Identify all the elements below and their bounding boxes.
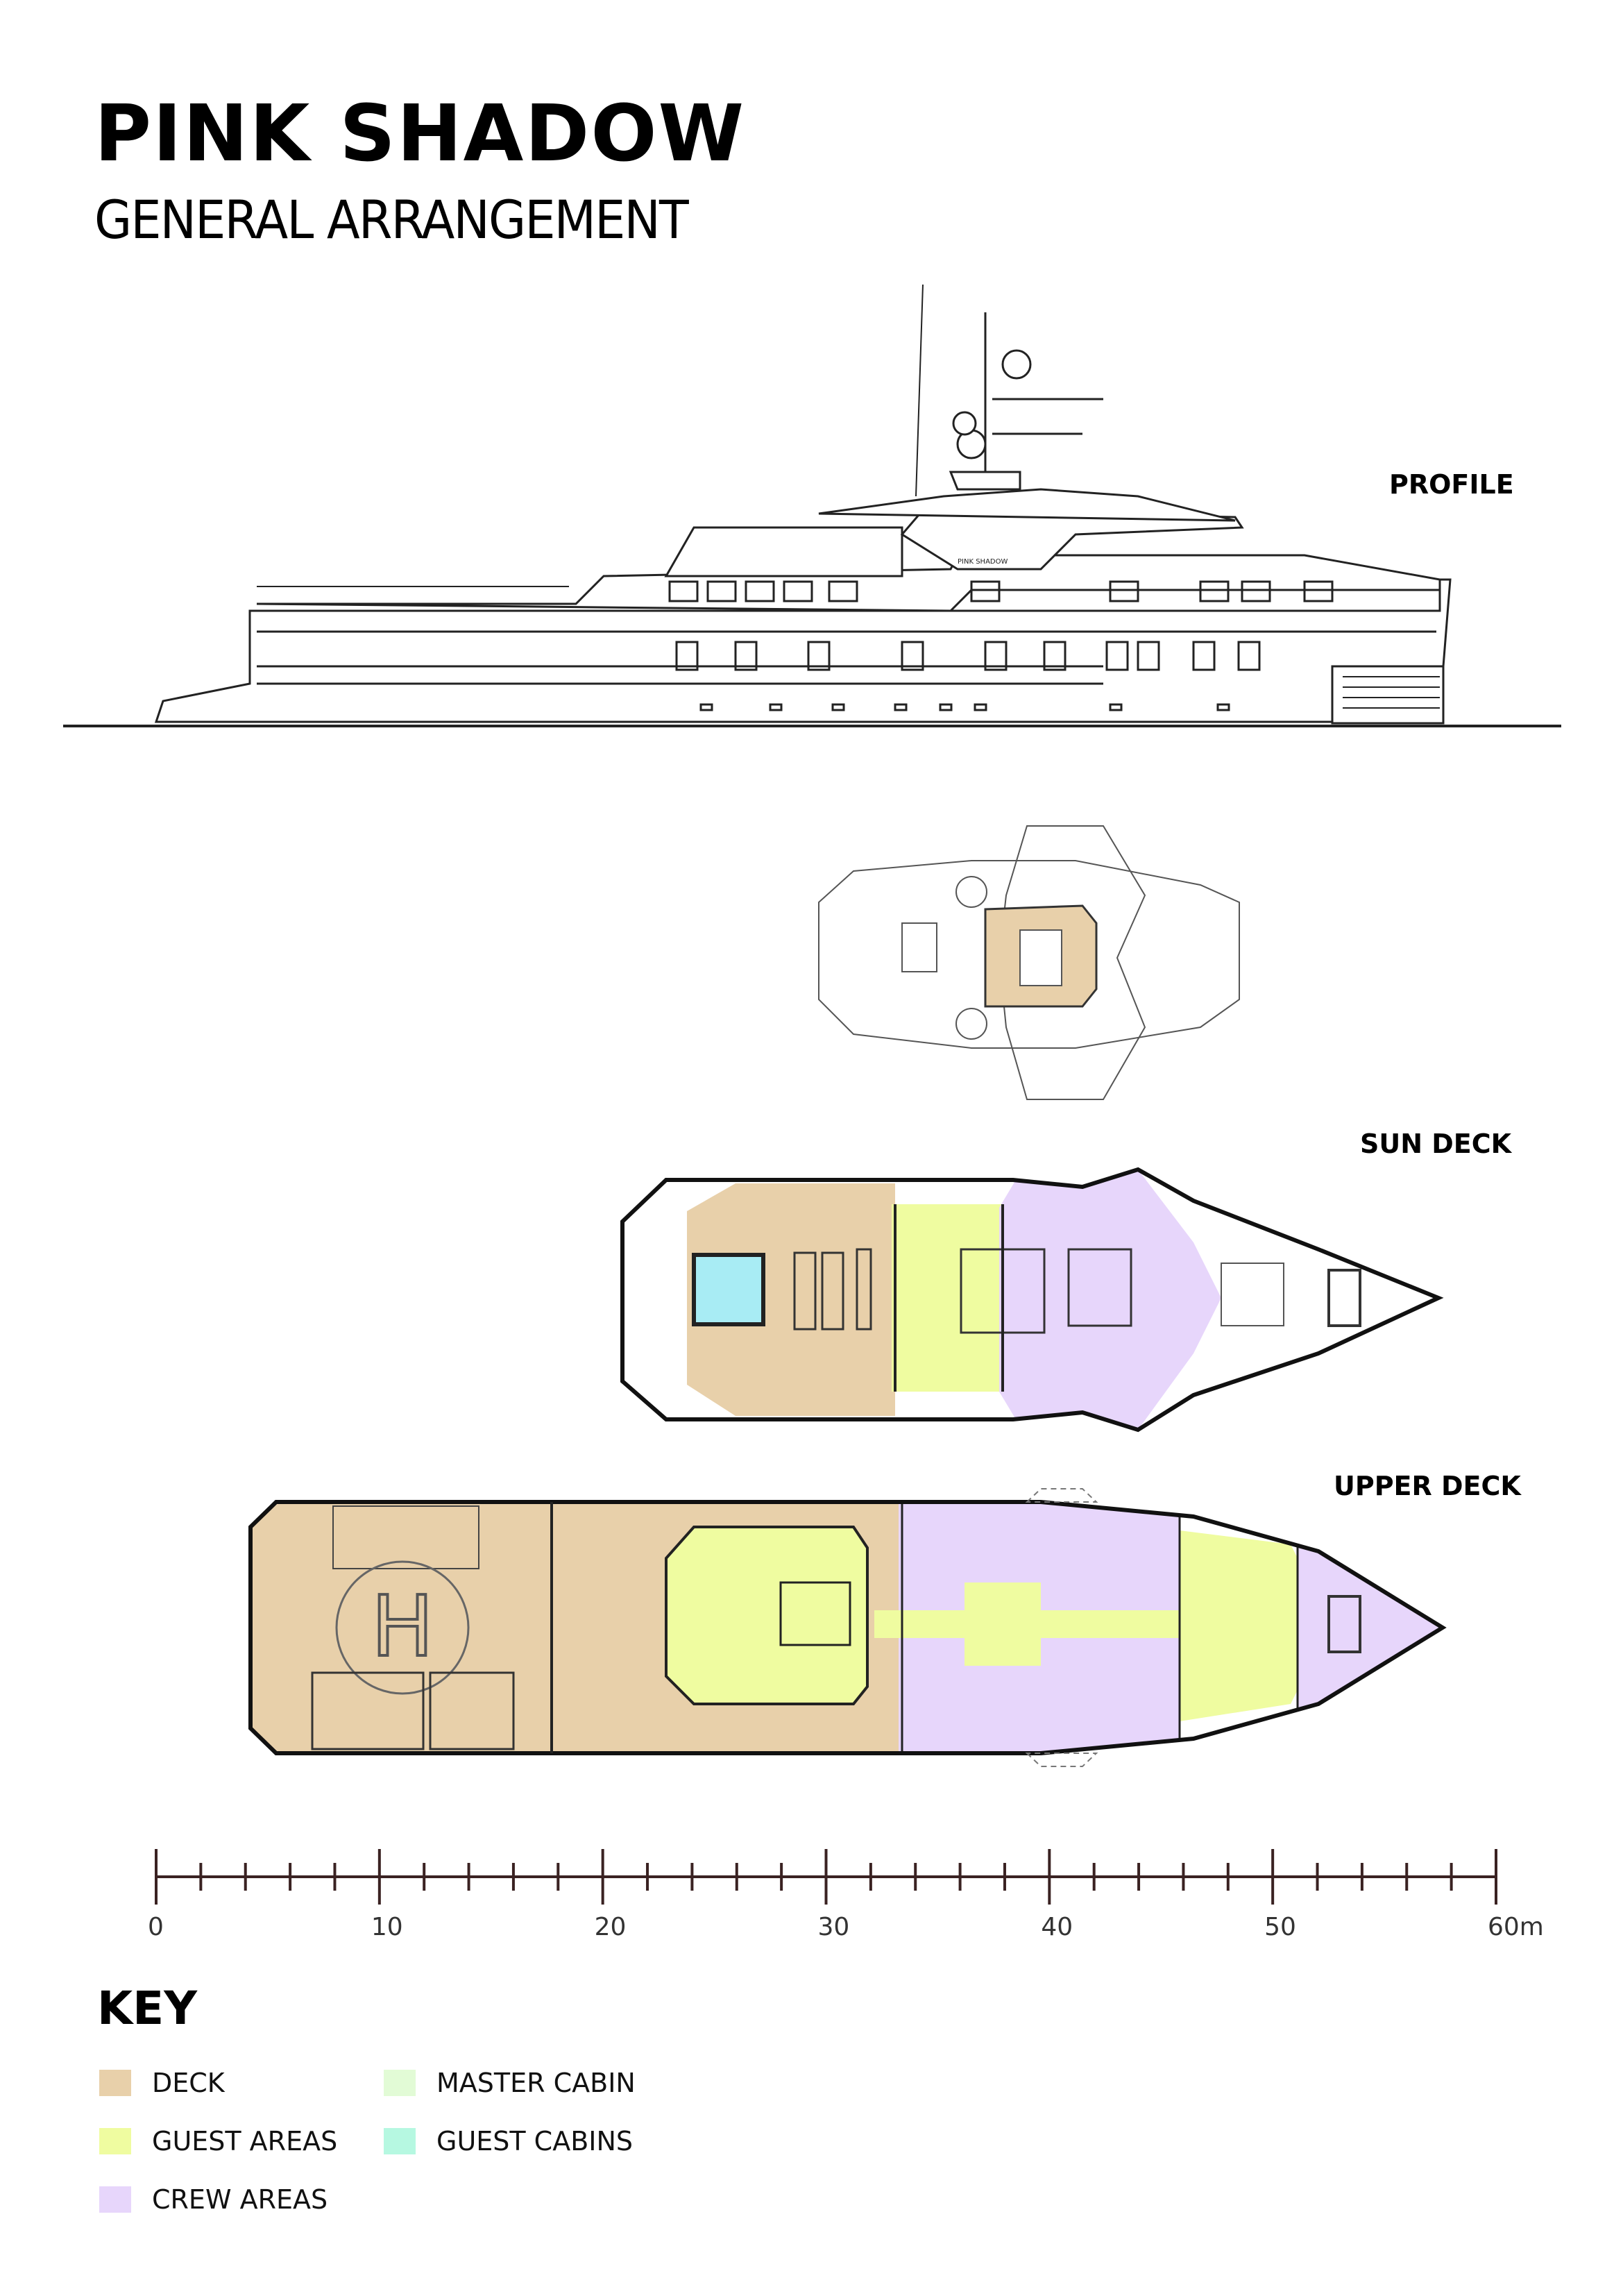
window (1237, 641, 1261, 671)
scale-tick-label: 60m (1488, 1913, 1544, 1941)
porthole (894, 703, 908, 711)
window (1105, 641, 1129, 671)
scale-tick-label: 40 (1041, 1913, 1073, 1941)
key-item-crew-areas: CREW AREAS (99, 2184, 328, 2215)
sun-deck-label: SUN DECK (1360, 1129, 1512, 1159)
porthole (831, 703, 845, 711)
hull-name-lettering: PINK SHADOW (958, 558, 1008, 566)
sun-deck-plan (620, 1167, 1444, 1433)
profile-portholes (699, 703, 1230, 711)
profile-windows (668, 580, 1334, 671)
window (675, 641, 699, 671)
zone-crew (999, 1170, 1221, 1430)
zone-guest-salon (665, 1526, 869, 1705)
porthole (769, 703, 783, 711)
swatch-master-cabin (384, 2070, 416, 2096)
key-label: GUEST CABINS (436, 2126, 634, 2156)
scale-tick-label: 50 (1264, 1913, 1296, 1941)
pool (692, 1253, 765, 1326)
key-item-guest-areas: GUEST AREAS (99, 2126, 337, 2156)
swatch-guest-cabins (384, 2128, 416, 2154)
window (706, 580, 737, 602)
scale-tick-label: 20 (594, 1913, 627, 1941)
key-item-guest-cabins: GUEST CABINS (384, 2126, 633, 2156)
window (1303, 580, 1334, 602)
zone-guest (892, 1204, 1003, 1392)
porthole (1216, 703, 1230, 711)
porthole (939, 703, 953, 711)
window (1137, 641, 1160, 671)
key-item-deck: DECK (99, 2068, 225, 2098)
scale-tick-label: 0 (148, 1913, 164, 1941)
svg-text:H: H (371, 1579, 434, 1675)
top-plan (818, 825, 1240, 1100)
swatch-guest-areas (99, 2128, 131, 2154)
porthole (974, 703, 987, 711)
window (901, 641, 924, 671)
profile-view (63, 284, 1561, 727)
profile-label: PROFILE (1389, 469, 1514, 500)
swatch-crew-areas (99, 2186, 131, 2213)
key-item-master-cabin: MASTER CABIN (384, 2068, 636, 2098)
key-title: KEY (97, 1982, 198, 2035)
zone-guest-forward (1180, 1530, 1298, 1721)
window (970, 580, 1001, 602)
window (1043, 641, 1067, 671)
upper-deck-label: UPPER DECK (1334, 1471, 1521, 1501)
key-label: CREW AREAS (152, 2184, 328, 2215)
window (807, 641, 831, 671)
window (1109, 580, 1139, 602)
porthole (699, 703, 713, 711)
window (1199, 580, 1230, 602)
window (783, 580, 813, 602)
window (734, 641, 758, 671)
scale-tick-label: 30 (817, 1913, 850, 1941)
helipad-circle (335, 1560, 470, 1695)
stern-garage (1331, 665, 1445, 725)
window (984, 641, 1008, 671)
page-title: PINK SHADOW (94, 89, 746, 179)
key-label: MASTER CABIN (436, 2068, 636, 2098)
window (668, 580, 699, 602)
key-label: GUEST AREAS (152, 2126, 338, 2156)
upper-deck-plan: H (248, 1488, 1447, 1767)
scale-tick-label: 10 (371, 1913, 403, 1941)
window (828, 580, 858, 602)
page-subtitle: GENERAL ARRANGEMENT (94, 189, 689, 251)
key-label: DECK (152, 2068, 225, 2098)
window (1241, 580, 1271, 602)
window (745, 580, 775, 602)
porthole (1109, 703, 1123, 711)
scale-bar (155, 1849, 1497, 1905)
zone-deck (687, 1183, 895, 1416)
swatch-deck (99, 2070, 131, 2096)
window (1192, 641, 1216, 671)
main-superstructure (256, 554, 1441, 612)
